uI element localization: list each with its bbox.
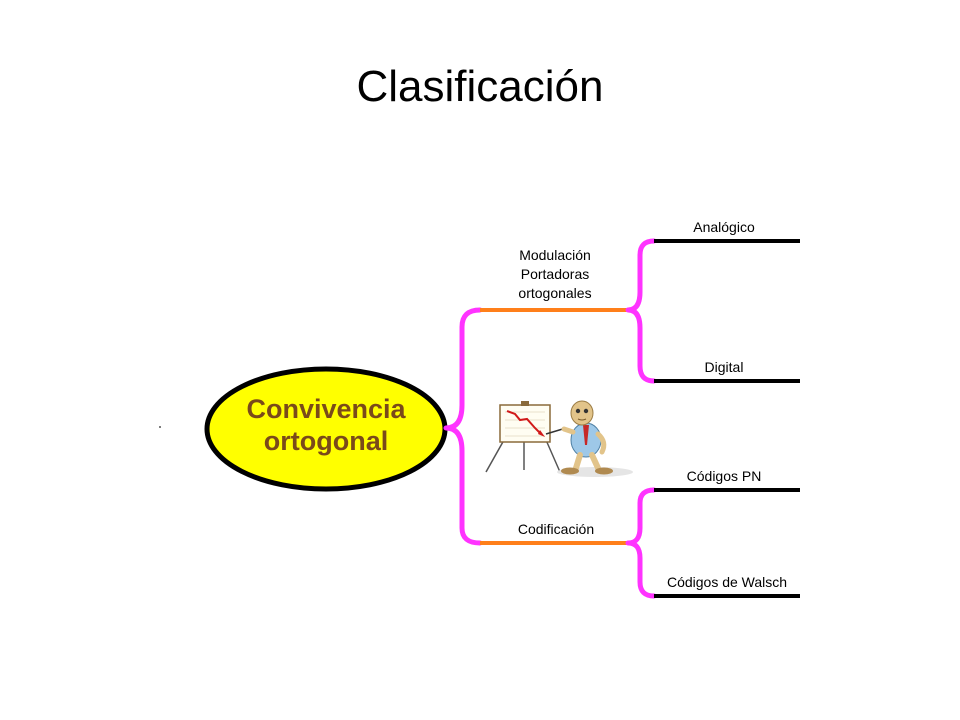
branch-modulacion-label-line-1: Modulación <box>519 247 591 263</box>
branch-codificacion-label: Codificación <box>518 521 594 537</box>
branch-modulacion-connector <box>625 238 657 384</box>
leaf-analogico: Analógico <box>654 219 800 243</box>
branch-modulacion-label-line-3: ortogonales <box>518 285 591 301</box>
root-node: Convivencia ortogonal <box>204 366 448 492</box>
presenter-with-declining-chart-icon <box>485 400 633 477</box>
leaf-codigos-walsch-label: Códigos de Walsch <box>667 574 787 590</box>
root-label-line-1: Convivencia <box>246 394 406 424</box>
branch-codificacion-connector <box>625 487 657 599</box>
root-label-line-2: ortogonal <box>264 426 388 456</box>
leaf-digital: Digital <box>654 359 800 383</box>
leaf-codigos-walsch: Códigos de Walsch <box>654 574 800 598</box>
stray-dot <box>159 426 161 428</box>
leaf-digital-label: Digital <box>705 359 744 375</box>
branch-codificacion: Codificación <box>480 487 657 599</box>
branch-modulacion: Modulación Portadoras ortogonales <box>480 238 657 384</box>
leaf-analogico-label: Analógico <box>693 219 755 235</box>
slide-title: Clasificación <box>356 62 604 111</box>
root-connector <box>443 307 483 546</box>
branch-modulacion-label-line-2: Portadoras <box>521 266 589 282</box>
leaf-codigos-pn: Códigos PN <box>654 468 800 492</box>
leaf-codigos-pn-label: Códigos PN <box>687 468 762 484</box>
